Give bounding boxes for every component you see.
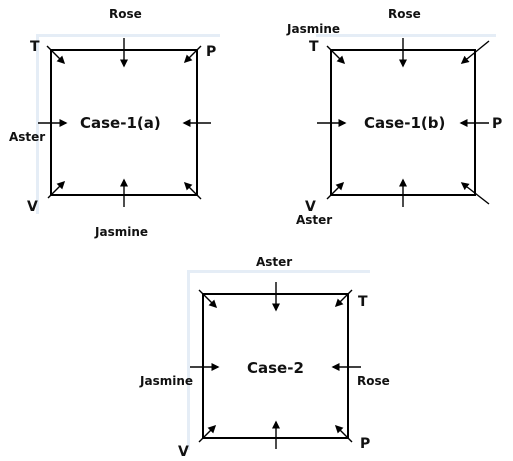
case-2-shadow-side (187, 270, 190, 450)
case-2-shadow (187, 270, 370, 273)
case-1b-arrow-corner-tl (326, 45, 346, 65)
case-1b-corner-top-left: T (309, 39, 319, 55)
case-1a-label-top: Rose (109, 7, 142, 21)
case-1b-arrow-corner-tr (460, 40, 490, 64)
case-1b-label-top: Rose (388, 7, 421, 21)
case-1a-label-bottom: Jasmine (94, 225, 148, 239)
case-1a-corner-bottom-left: V (27, 199, 38, 215)
case-2-arrow-corner-br (334, 424, 353, 443)
case-2-corner-bottom-left: V (178, 444, 189, 460)
case-2-label-left: Jasmine (139, 374, 193, 388)
case-1a-arrow-corner-tr (183, 45, 202, 64)
case-1b-label-aster: Aster (296, 213, 332, 227)
case-1a-corner-top-right: P (206, 44, 216, 60)
case-2-corner-bottom-right: P (360, 436, 370, 452)
case-2-arrow-corner-tr (334, 289, 353, 308)
case-1b-shadow (316, 34, 496, 37)
case-1b-arrow-corner-br (460, 182, 490, 205)
case-2-label-right: Rose (357, 374, 390, 388)
case-2-label-top: Aster (256, 255, 292, 269)
case-1a-title: Case-1(a) (80, 114, 161, 132)
case-1b-corner-bottom-left: V (305, 199, 316, 215)
case-1a-corner-top-left: T (30, 39, 40, 55)
case-1a-shadow-side (36, 34, 39, 214)
case-2-arrow-corner-tl (198, 289, 218, 309)
case-2-diagram: Aster Jasmine Rose T V P Case-2 (139, 255, 390, 460)
case-1a-shadow (36, 34, 220, 37)
case-1b-label-right-p: P (492, 116, 502, 132)
case-1a-arrow-corner-br (183, 181, 202, 200)
case-1a-diagram: Rose Aster Jasmine T P V Case-1(a) (9, 7, 220, 239)
case-1b-arrow-corner-bl (326, 181, 345, 200)
case-1b-diagram: Rose Jasmine T P V Aster Case-1(b) (286, 7, 502, 227)
case-1a-arrow-corner-tl (46, 45, 66, 65)
case-2-arrow-corner-bl (198, 424, 217, 443)
case-1a-label-left: Aster (9, 130, 45, 144)
case-2-title: Case-2 (247, 359, 304, 377)
case-1b-title: Case-1(b) (364, 114, 445, 132)
case-2-corner-top-right: T (358, 294, 368, 310)
case-1b-label-jasmine: Jasmine (286, 22, 340, 36)
case-1a-arrow-corner-bl (47, 180, 66, 199)
